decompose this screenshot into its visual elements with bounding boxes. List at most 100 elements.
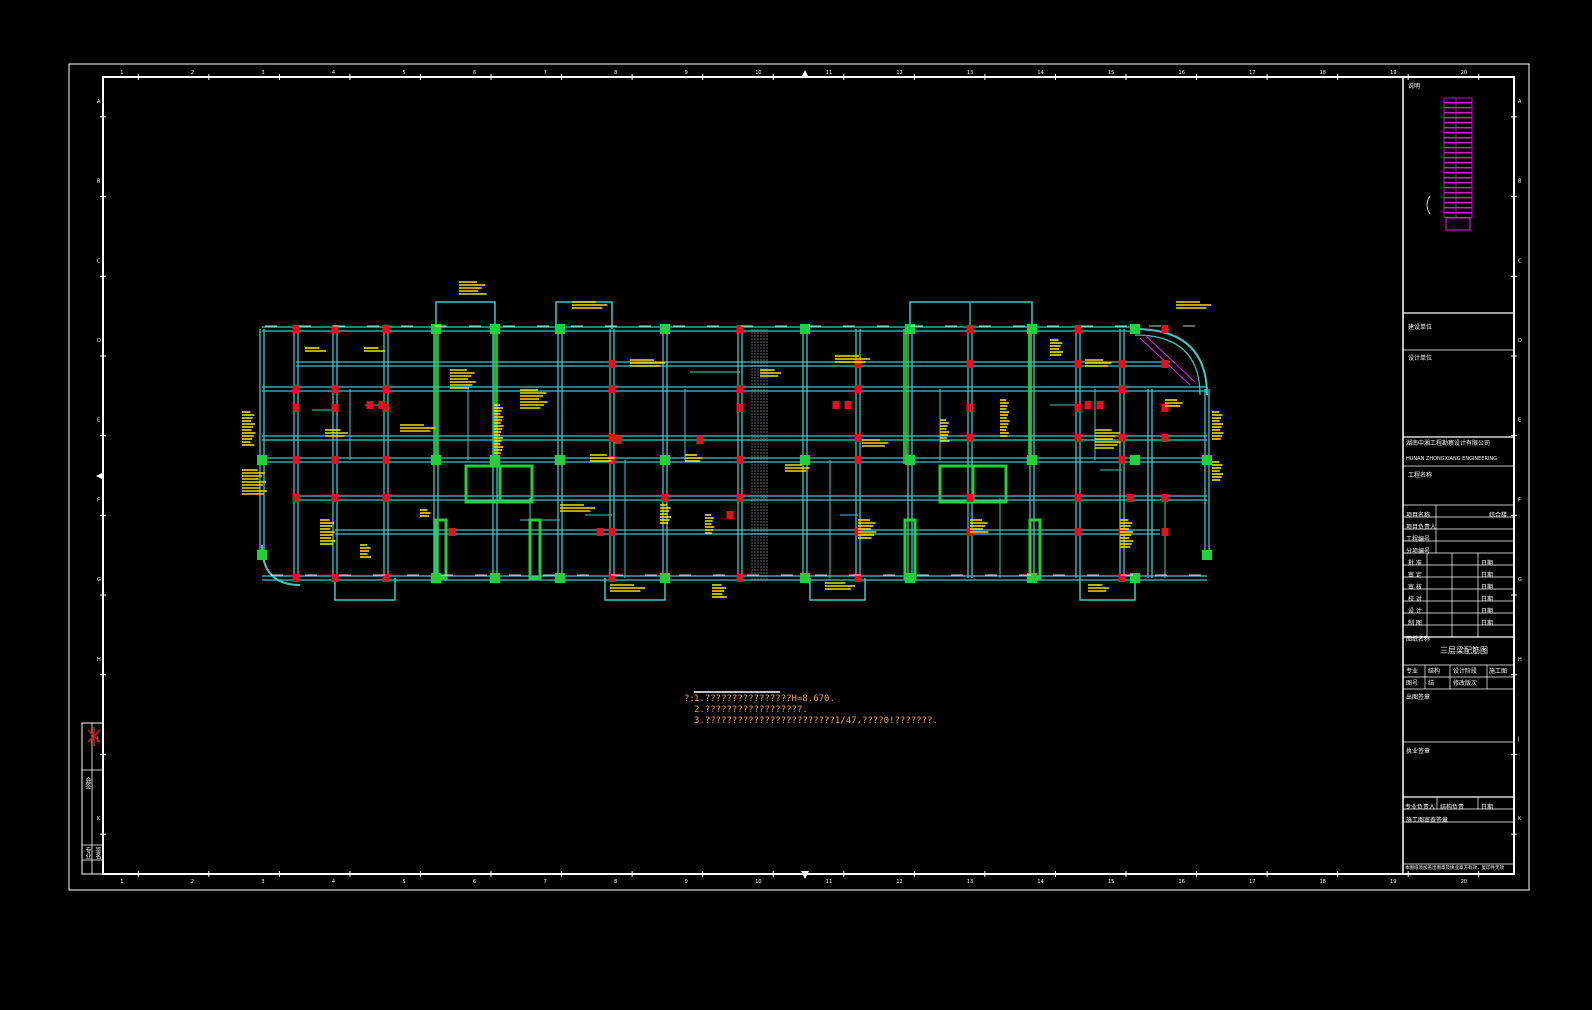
beam-annotation xyxy=(1176,301,1212,309)
beam-annotation xyxy=(1050,339,1063,356)
beam-annotation xyxy=(940,419,950,442)
column-green xyxy=(905,573,915,583)
column-red xyxy=(1118,456,1126,464)
column-red xyxy=(382,456,390,464)
beam-annotation xyxy=(420,509,431,517)
beam-annotation xyxy=(1095,429,1121,449)
column-green xyxy=(660,573,670,583)
beam-annotation xyxy=(858,519,877,539)
legend-row xyxy=(1443,157,1473,163)
legend-row xyxy=(1443,97,1473,103)
diagonal-beam xyxy=(1144,334,1196,383)
column-red xyxy=(378,401,386,409)
column-red xyxy=(1084,401,1092,409)
beam-annotation xyxy=(1120,519,1134,548)
bottom-tick-label: 4 xyxy=(332,879,335,885)
top-tick-label: 20 xyxy=(1461,70,1467,76)
right-tick-label: F xyxy=(1518,497,1521,503)
column-green xyxy=(555,324,565,334)
top-tick-label: 6 xyxy=(473,70,476,76)
beam-annotation xyxy=(360,544,372,558)
legend-label: 说明 xyxy=(1408,83,1421,90)
column-green xyxy=(1130,455,1140,465)
legend-row xyxy=(1443,142,1473,148)
bottom-tick-label: 17 xyxy=(1249,879,1255,885)
bay-projection xyxy=(604,578,666,601)
legend-foot xyxy=(1445,217,1471,231)
cert-label: 专业负责人 xyxy=(1405,804,1436,811)
column-red xyxy=(331,574,339,582)
column-red xyxy=(1118,574,1126,582)
top-tick-label: 13 xyxy=(967,70,973,76)
column-green xyxy=(1027,324,1037,334)
column-red xyxy=(726,511,734,519)
legend-row xyxy=(1443,102,1473,108)
bottom-tick-label: 5 xyxy=(402,879,405,885)
beam-annotation xyxy=(572,301,608,309)
column-green xyxy=(1130,324,1140,334)
date-label-5: 日期 xyxy=(1481,608,1494,615)
floor-plan[interactable] xyxy=(242,281,1224,601)
column-red xyxy=(1126,494,1134,502)
column-red xyxy=(854,434,862,442)
column-red xyxy=(832,401,840,409)
column-red xyxy=(736,325,744,333)
drawing-name-label: 图纸名称 xyxy=(1406,636,1431,643)
column-green xyxy=(660,324,670,334)
top-tick-label: 14 xyxy=(1037,70,1043,76)
column-green xyxy=(555,573,565,583)
item-value: 综合楼 xyxy=(1489,512,1508,519)
beam-annotation xyxy=(325,429,348,437)
center-mark-bottom xyxy=(801,871,809,879)
column-red xyxy=(292,574,300,582)
legend-row xyxy=(1443,117,1473,123)
column-green xyxy=(431,455,441,465)
drawing-title: 三层梁配筋图 xyxy=(1440,646,1488,655)
legend-row xyxy=(1443,147,1473,153)
manager-label: 项目负责人 xyxy=(1406,524,1437,531)
top-tick-label: 5 xyxy=(402,70,405,76)
footer-note: 本图纸须加盖出图章及执业章方有效，复印件无效 xyxy=(1405,866,1504,871)
beam-annotation xyxy=(630,359,666,367)
curved-beam-corner xyxy=(1134,328,1208,396)
column-green xyxy=(800,455,810,465)
column-red xyxy=(382,404,390,412)
legend-row xyxy=(1443,202,1473,208)
column-red xyxy=(966,404,974,412)
sub-no-label: 分项编号 xyxy=(1406,548,1431,555)
column-red xyxy=(736,494,744,502)
column-red xyxy=(1074,325,1082,333)
beam-annotation xyxy=(494,404,504,454)
top-tick-label: 16 xyxy=(1179,70,1185,76)
project-name-label: 工程名称 xyxy=(1408,472,1433,479)
column-red xyxy=(1118,360,1126,368)
beam-annotation xyxy=(835,355,871,363)
column-red xyxy=(661,494,669,502)
left-tick-label: F xyxy=(97,497,100,503)
column-red xyxy=(614,436,622,444)
column-red xyxy=(596,528,604,536)
column-red xyxy=(736,404,744,412)
bay-projection xyxy=(334,578,396,601)
column-green xyxy=(490,455,500,465)
date-label-2: 日期 xyxy=(1481,572,1494,579)
role-review: 审 核 xyxy=(1408,584,1422,591)
column-green xyxy=(1202,455,1212,465)
bottom-tick-label: 19 xyxy=(1390,879,1396,885)
beam-annotation xyxy=(242,411,256,446)
grid-ticks xyxy=(96,70,1517,879)
grid-tick-labels: 1122334455667788991010111112121313141415… xyxy=(96,70,1522,885)
beam-annotation xyxy=(862,439,889,447)
center-mark-top xyxy=(801,70,809,78)
margin-label-2: 专业 xyxy=(84,847,91,859)
column-red xyxy=(1161,360,1169,368)
column-red xyxy=(1161,434,1169,442)
column-red xyxy=(1118,385,1126,393)
column-green xyxy=(431,573,441,583)
column-red xyxy=(854,456,862,464)
column-red xyxy=(1118,434,1126,442)
column-red xyxy=(1074,360,1082,368)
shear-wall xyxy=(528,518,542,580)
column-red xyxy=(966,325,974,333)
